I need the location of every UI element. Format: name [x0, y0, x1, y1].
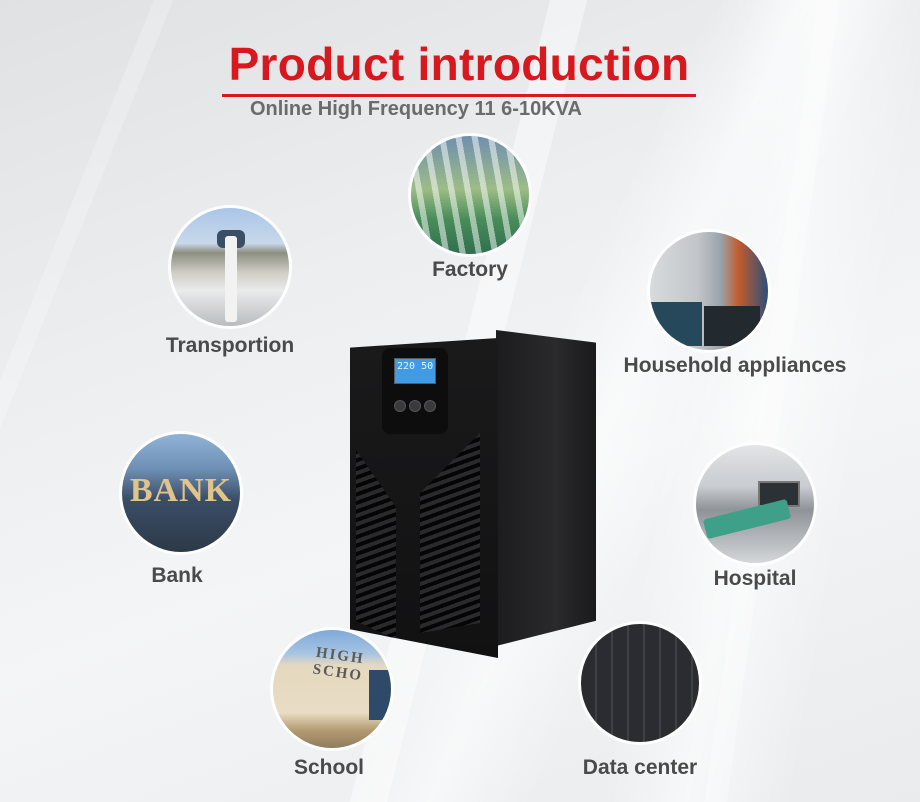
- ups-side-panel: [496, 330, 596, 646]
- control-tower-shaft: [225, 236, 237, 322]
- application-label: Bank: [151, 564, 203, 587]
- ups-button-middle: [409, 400, 421, 412]
- bank-sign-text: BANK: [129, 472, 233, 509]
- application-label: Hospital: [713, 567, 797, 590]
- ups-button-right: [424, 400, 436, 412]
- ups-product-image: 220 50: [348, 328, 598, 662]
- application-school: HIGH SCHO School: [270, 630, 394, 780]
- application-label: Transportion: [165, 334, 295, 357]
- ups-button-left: [394, 400, 406, 412]
- ups-front-panel: 220 50: [350, 338, 498, 658]
- airport-image: [171, 208, 289, 326]
- monitor-shape: [704, 306, 760, 346]
- application-transportion: Transportion: [150, 208, 310, 358]
- background-light-streak: [0, 0, 187, 802]
- household-appliances-image: [650, 232, 768, 350]
- application-bank: BANK Bank: [118, 434, 244, 588]
- data-center-image: [581, 624, 699, 742]
- ups-vent-left: [356, 450, 396, 640]
- application-factory: Factory: [400, 136, 540, 282]
- application-label: Household appliances: [623, 354, 847, 377]
- window-shape: [369, 670, 391, 720]
- application-label: School: [293, 756, 364, 779]
- application-hospital: Hospital: [690, 445, 820, 591]
- school-image: HIGH SCHO: [273, 630, 391, 748]
- hospital-image: [696, 445, 814, 563]
- header: Product introduction: [222, 38, 696, 97]
- page-title: Product introduction: [228, 38, 690, 90]
- factory-image: [411, 136, 529, 254]
- title-underline: [222, 94, 696, 97]
- tv-shape: [650, 302, 702, 346]
- application-label: Factory: [432, 258, 508, 281]
- ups-lcd-display: 220 50: [394, 358, 436, 384]
- application-data-center: Data center: [565, 624, 715, 780]
- application-label: Data center: [582, 756, 698, 779]
- background-light-streak: [694, 0, 842, 802]
- page-subtitle: Online High Frequency 11 6-10KVA: [250, 98, 582, 120]
- bank-image: BANK: [122, 434, 240, 552]
- ups-vent-right: [420, 433, 480, 633]
- application-household-appliances: Household appliances: [610, 232, 860, 378]
- operating-table-shape: [702, 498, 792, 540]
